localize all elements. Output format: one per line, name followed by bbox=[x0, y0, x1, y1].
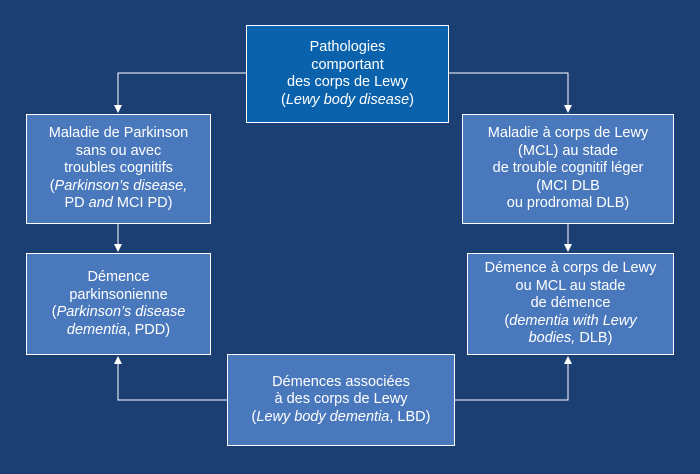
node-lewy-body-disease: Pathologies comportant des corps de Lewy… bbox=[246, 25, 449, 123]
node-text-line: bodies, DLB) bbox=[529, 330, 613, 348]
node-text-line: ou prodromal DLB) bbox=[506, 195, 630, 212]
node-parkinson-disease: Maladie de Parkinson sans ou avec troubl… bbox=[26, 114, 211, 224]
node-text-line: ou MCL au stade bbox=[515, 277, 626, 294]
node-text-line: des corps de Lewy bbox=[287, 74, 408, 90]
english-term: Lewy body dementia bbox=[256, 408, 390, 425]
node-text-line: Maladie de Parkinson bbox=[48, 125, 189, 142]
node-text-line: troubles cognitifs bbox=[64, 160, 173, 177]
english-term: and bbox=[88, 195, 113, 212]
node-parkinson-dementia: Démence parkinsonienne (Parkinson’s dise… bbox=[26, 253, 211, 355]
text-part: , LBD) bbox=[389, 408, 431, 425]
node-text-line: PD and MCI PD) bbox=[65, 195, 173, 213]
text-part: MCI PD) bbox=[112, 195, 173, 212]
node-text-line: sans ou avec bbox=[75, 142, 162, 159]
paren-open: ( bbox=[51, 304, 57, 320]
paren-close: ) bbox=[409, 91, 414, 108]
arrow-top-to-mcl bbox=[449, 72, 572, 113]
node-text-line: (dementia with Lewy bbox=[504, 313, 636, 331]
paren-open: ( bbox=[251, 408, 257, 425]
english-term: Lewy body disease bbox=[285, 91, 410, 108]
node-text-line: (Parkinson’s disease bbox=[52, 304, 186, 322]
text-part: , PDD) bbox=[126, 321, 171, 338]
english-term: bodies, bbox=[528, 330, 576, 347]
paren-open: ( bbox=[504, 312, 510, 329]
node-text-line: comportant bbox=[311, 56, 384, 73]
paren-open: ( bbox=[280, 91, 286, 108]
node-lewy-body-dementia-mcl: Démence à corps de Lewy ou MCL au stade … bbox=[467, 253, 674, 355]
node-text-line: (MCI DLB bbox=[536, 177, 600, 194]
node-text-line: à des corps de Lewy bbox=[274, 391, 408, 408]
node-text-line: (Lewy body dementia, LBD) bbox=[252, 409, 431, 427]
node-text-line: (MCL) au stade bbox=[518, 142, 618, 159]
arrow-lbd-to-dlb bbox=[455, 356, 572, 401]
text-part: PD bbox=[64, 195, 89, 212]
node-text-line: de trouble cognitif léger bbox=[492, 160, 644, 177]
english-term: dementia with Lewy bbox=[509, 312, 637, 329]
english-term: Parkinson’s disease bbox=[56, 304, 186, 320]
node-mcl-mci: Maladie à corps de Lewy (MCL) au stade d… bbox=[462, 114, 674, 224]
english-term: dementia bbox=[66, 321, 127, 338]
node-text-line: de démence bbox=[530, 295, 611, 312]
node-text-line: dementia, PDD) bbox=[67, 322, 170, 340]
arrow-lbd-to-pdd bbox=[114, 356, 227, 401]
node-text-line: Maladie à corps de Lewy bbox=[487, 125, 649, 142]
node-text-line: Pathologies bbox=[309, 39, 386, 55]
node-text-line: Démences associées bbox=[272, 373, 410, 390]
paren-open: ( bbox=[49, 177, 55, 194]
node-text-line: (Parkinson’s disease, bbox=[50, 178, 188, 196]
node-lewy-body-dementias: Démences associées à des corps de Lewy (… bbox=[227, 354, 455, 446]
english-term: Parkinson’s disease, bbox=[54, 177, 188, 194]
arrow-top-to-parkinson bbox=[114, 72, 246, 113]
node-text-line: parkinsonienne bbox=[69, 286, 168, 303]
node-text-line: Démence bbox=[87, 269, 150, 285]
node-text-line: (Lewy body disease) bbox=[281, 92, 414, 110]
text-part: DLB) bbox=[575, 330, 613, 347]
node-text-line: Démence à corps de Lewy bbox=[484, 260, 657, 277]
